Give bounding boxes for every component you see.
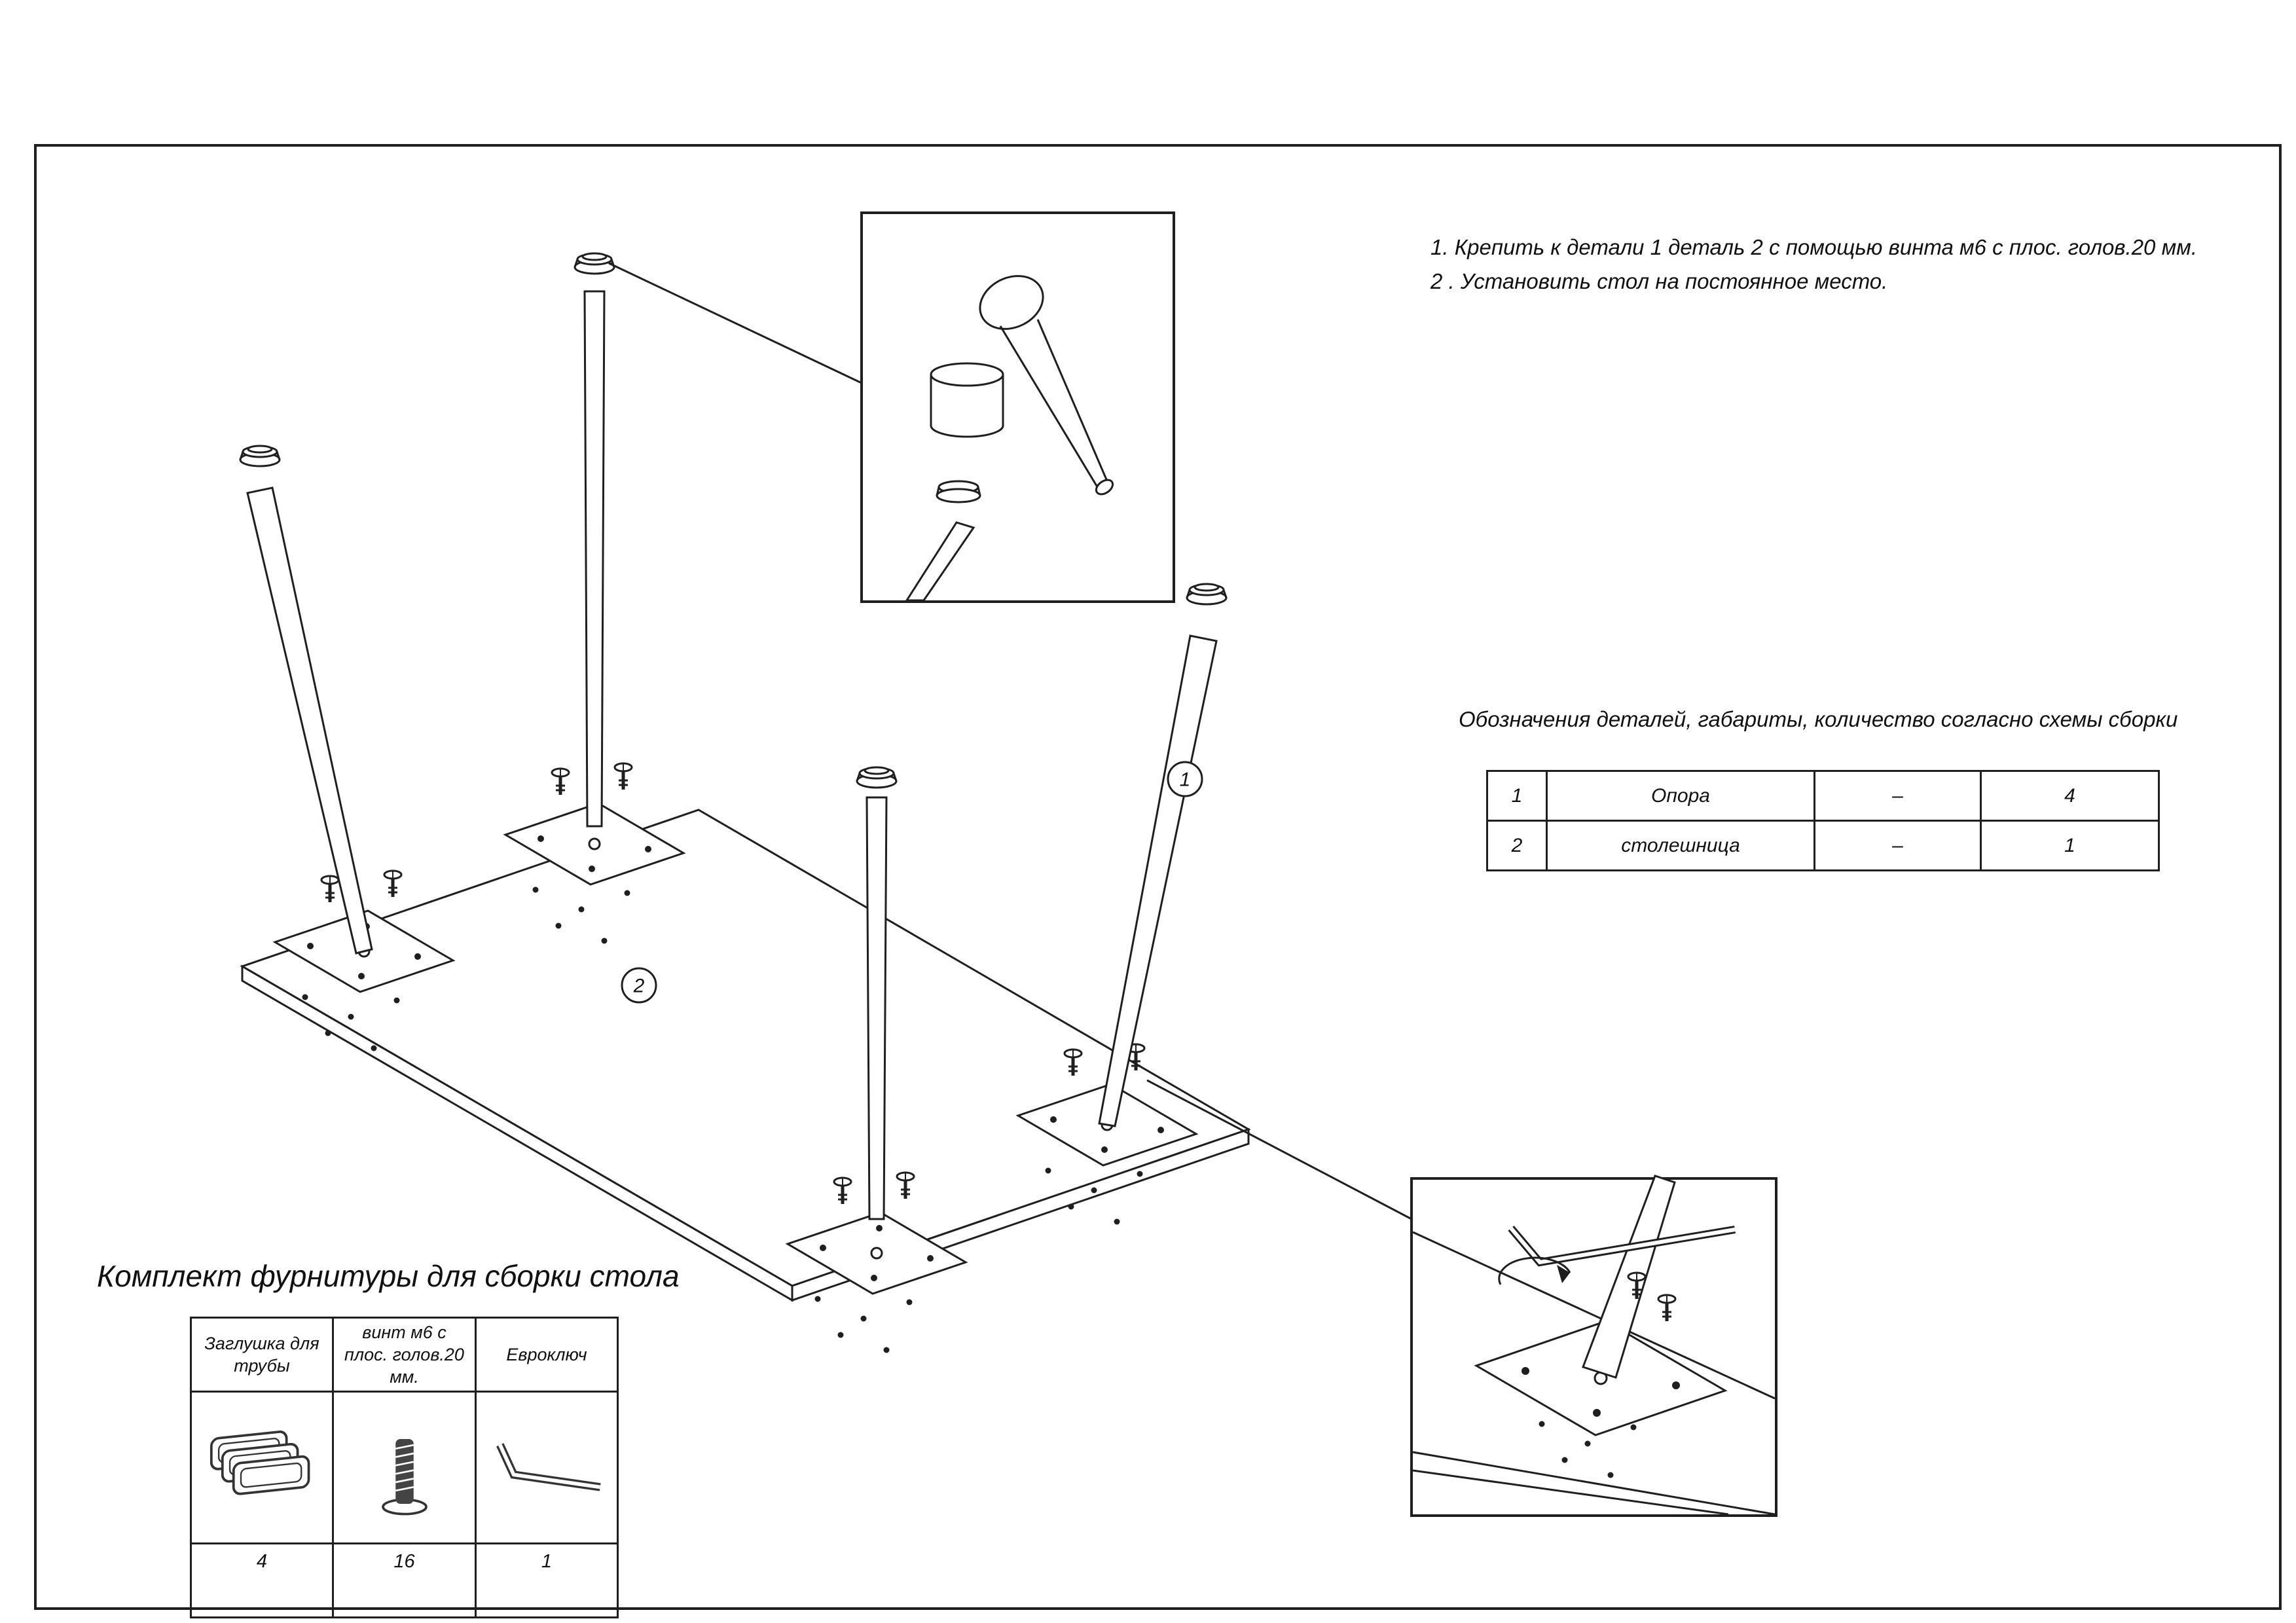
pipe-cap — [1186, 583, 1228, 606]
pipe-cap-icon — [198, 1395, 325, 1540]
hardware-item-qty: 1 — [475, 1542, 619, 1618]
sheet-border — [34, 144, 2282, 1610]
callout-part-2-label: 2 — [633, 976, 645, 997]
leader-lines — [608, 262, 1412, 1220]
hardware-icons-row — [190, 1391, 619, 1544]
callout-part-1: 1 — [1167, 761, 1203, 797]
detail-box-top-content — [905, 275, 1114, 602]
part-size: – — [1813, 770, 1982, 822]
detail-box-top — [860, 211, 1175, 603]
parts-table-row: 2 столешница – 1 — [1486, 820, 2160, 871]
parts-table: 1 Опора – 4 2 столешница – 1 — [1486, 770, 2160, 871]
leg-bottom-middle — [866, 796, 888, 1220]
screw-icon — [340, 1395, 468, 1540]
hardware-item-name: Заглушка для трубы — [190, 1317, 334, 1393]
part-name: столешница — [1546, 820, 1815, 871]
leg-right — [1098, 634, 1218, 1127]
hardware-item-name: винт м6 с плос. голов.20 мм. — [332, 1317, 477, 1393]
hardware-qty-row: 4 16 1 — [190, 1542, 619, 1618]
leg-top-middle — [583, 290, 606, 828]
pipe-cap — [856, 766, 898, 789]
hardware-item-qty: 4 — [190, 1542, 334, 1618]
pipe-cap — [239, 445, 281, 467]
pipe-cap — [574, 252, 615, 275]
detail-box-bottom-content — [1412, 1175, 1776, 1516]
leader-line-top-detail — [608, 262, 862, 384]
hardware-title: Комплект фурнитуры для сборки стола — [97, 1259, 680, 1293]
assembly-notes: 1. Крепить к детали 1 деталь 2 с помощью… — [1430, 230, 2197, 299]
part-name: Опора — [1546, 770, 1815, 822]
hardware-table: Заглушка для трубы винт м6 с плос. голов… — [190, 1317, 619, 1618]
assembly-step-1: 1. Крепить к детали 1 деталь 2 с помощью… — [1430, 235, 2197, 259]
parts-table-row: 1 Опора – 4 — [1486, 770, 2160, 822]
leader-line-bottom-detail — [1146, 1079, 1412, 1220]
mounting-plate-detail — [1474, 1320, 1728, 1436]
legs — [246, 290, 1218, 1220]
hardware-header-row: Заглушка для трубы винт м6 с плос. голов… — [190, 1317, 619, 1393]
leg-stub-detail — [905, 521, 975, 602]
screw-head-detail — [979, 275, 1044, 330]
hardware-item-name: Евроключ — [475, 1317, 619, 1393]
rotation-arrow — [1498, 1256, 1571, 1285]
part-number: 1 — [1486, 770, 1548, 822]
callout-part-2: 2 — [621, 967, 657, 1004]
part-size: – — [1813, 820, 1982, 871]
leg-boss-detail — [930, 362, 1004, 387]
part-number: 2 — [1486, 820, 1548, 871]
callout-part-1-label: 1 — [1180, 769, 1191, 791]
hardware-item-qty: 16 — [332, 1542, 477, 1618]
parts-table-title: Обозначения деталей, габариты, количеств… — [1459, 707, 2178, 731]
part-qty: 4 — [1980, 770, 2160, 822]
hex-key-icon — [483, 1395, 610, 1540]
assembly-step-2: 2 . Установить стол на постоянное место. — [1430, 269, 1888, 293]
part-qty: 1 — [1980, 820, 2160, 871]
leg-left — [246, 486, 373, 955]
